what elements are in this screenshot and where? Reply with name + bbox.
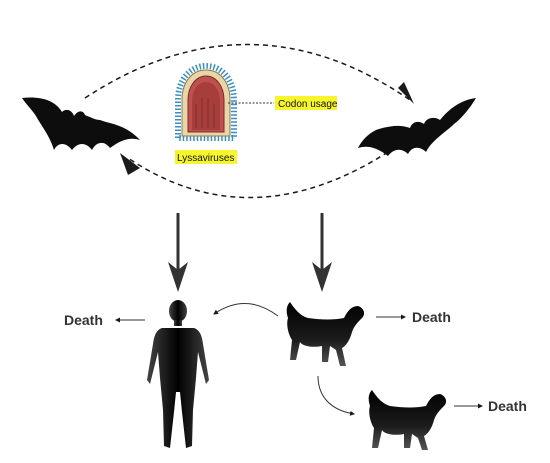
dog-death-label: Death — [412, 309, 451, 325]
dog-icon — [286, 302, 365, 366]
bat-to-bat-arrow — [84, 43, 411, 101]
arrowhead-icon — [168, 262, 188, 292]
human-death-label: Death — [64, 312, 103, 328]
dog-icon — [368, 390, 447, 450]
virus-label-highlight — [175, 150, 237, 164]
human-icon — [147, 300, 209, 448]
bat-icon — [358, 98, 476, 156]
codon-highlight — [275, 96, 337, 110]
dog-to-human-arrow — [213, 303, 279, 317]
bat-return-arrow — [127, 151, 389, 199]
virus-icon — [175, 62, 237, 141]
arrowhead-icon — [312, 262, 332, 292]
dog-to-dog-arrow — [317, 375, 355, 416]
bat-icon — [22, 97, 140, 150]
arrowhead-icon — [398, 82, 414, 104]
codon-usage-label: Codon usage — [278, 99, 338, 110]
arrowhead-icon — [120, 153, 140, 175]
dog-secondary-death-label: Death — [488, 398, 527, 414]
virus-label: Lyssaviruses — [177, 153, 234, 164]
